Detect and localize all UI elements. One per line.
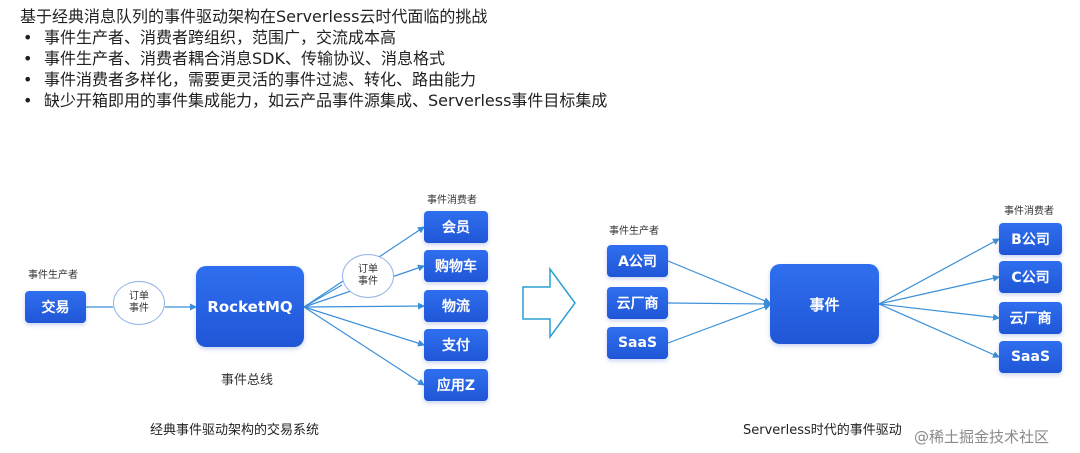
producer-node-trade[interactable]: 交易 <box>25 291 86 323</box>
producer-node-company-a[interactable]: A公司 <box>607 245 668 277</box>
hub-node-rocketmq[interactable]: RocketMQ <box>196 266 304 347</box>
consumer-node-member[interactable]: 会员 <box>424 211 488 243</box>
right-caption: Serverless时代的事件驱动 <box>743 423 902 438</box>
page-title: 基于经典消息队列的事件驱动架构在Serverless云时代面临的挑战 <box>20 7 488 26</box>
hub-label: 事件总线 <box>221 373 274 388</box>
bubble-line: 事件 <box>358 276 378 287</box>
producer-node-saas[interactable]: SaaS <box>607 327 668 359</box>
watermark: @稀土掘金技术社区 <box>914 428 1050 446</box>
connector-producer-3-to-hub <box>667 303 771 344</box>
consumer-label: 事件消费者 <box>1004 206 1054 217</box>
left-caption: 经典事件驱动架构的交易系统 <box>150 423 320 438</box>
consumer-node-app-z[interactable]: 应用Z <box>424 369 488 401</box>
bubble-line: 订单 <box>129 291 149 302</box>
consumer-node-company-b[interactable]: B公司 <box>999 223 1062 255</box>
order-event-bubble: 订单 事件 <box>113 281 165 325</box>
producer-label: 事件生产者 <box>609 226 659 237</box>
consumer-label: 事件消费者 <box>427 195 477 206</box>
consumer-node-cloud-vendor[interactable]: 云厂商 <box>999 302 1062 334</box>
challenge-list: 事件生产者、消费者跨组织，范围广，交流成本高 事件生产者、消费者耦合消息SDK、… <box>20 27 607 111</box>
bubble-line: 订单 <box>358 264 378 275</box>
connector-hub-to-consumer-5 <box>303 306 425 386</box>
consumer-node-saas[interactable]: SaaS <box>999 341 1062 373</box>
connector-hub-to-consumer-3 <box>303 302 425 310</box>
connector-hub-to-consumer-3 <box>878 303 1000 321</box>
connector-hub-to-consumer-4 <box>878 303 1000 358</box>
header: 基于经典消息队列的事件驱动架构在Serverless云时代面临的挑战 事件生产者… <box>20 6 607 111</box>
producer-node-cloud-vendor[interactable]: 云厂商 <box>607 287 668 319</box>
consumer-node-cart[interactable]: 购物车 <box>424 250 488 282</box>
connector-producer-2-to-hub <box>667 300 771 308</box>
order-event-bubble: 订单 事件 <box>342 254 394 298</box>
list-item: 事件消费者多样化，需要更灵活的事件过滤、转化、路由能力 <box>20 69 607 90</box>
consumer-node-logistics[interactable]: 物流 <box>424 290 488 322</box>
right-arrow-icon <box>522 266 576 340</box>
consumer-node-payment[interactable]: 支付 <box>424 329 488 361</box>
hub-node-event[interactable]: 事件 <box>770 264 879 344</box>
connector-hub-to-consumer-4 <box>303 306 425 347</box>
consumer-node-company-c[interactable]: C公司 <box>999 261 1062 293</box>
bubble-line: 事件 <box>129 303 149 314</box>
list-item: 缺少开箱即用的事件集成能力，如云产品事件源集成、Serverless事件目标集成 <box>20 90 607 111</box>
list-item: 事件生产者、消费者耦合消息SDK、传输协议、消息格式 <box>20 48 607 69</box>
connector-producer-1-to-hub <box>667 260 771 304</box>
list-item: 事件生产者、消费者跨组织，范围广，交流成本高 <box>20 27 607 48</box>
connector-hub-to-consumer-1 <box>878 238 1000 305</box>
connector-hub-to-consumer-2 <box>878 274 1000 305</box>
producer-label: 事件生产者 <box>28 270 78 281</box>
